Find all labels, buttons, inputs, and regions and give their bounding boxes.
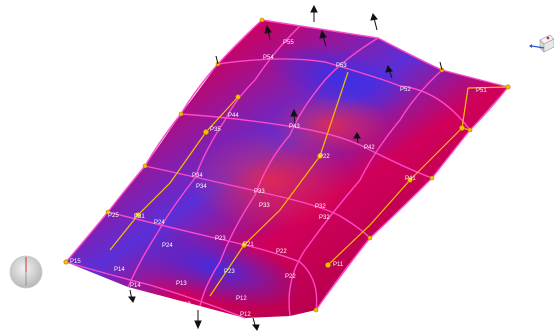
label-p55: P55 (283, 40, 294, 46)
label-p14: P14 (130, 283, 141, 289)
nurbs-surface[interactable] (66, 20, 508, 324)
label-p23: P23 (224, 269, 235, 275)
label-p15: P15 (70, 259, 81, 265)
label-p14: P14 (114, 267, 125, 273)
label-p32: P32 (319, 215, 330, 221)
label-p51: P51 (476, 88, 487, 94)
normal-arrows (127, 4, 443, 331)
label-p34: P34 (192, 173, 203, 179)
label-p33: P33 (259, 203, 270, 209)
label-p32: P32 (315, 204, 326, 210)
label-p35: P35 (210, 127, 221, 133)
label-p25: P25 (108, 213, 119, 219)
label-p12: P12 (240, 312, 251, 318)
view-cube-icon[interactable] (529, 34, 554, 53)
label-p33: P33 (254, 189, 265, 195)
label-p53: P53 (336, 63, 347, 69)
label-p13: P13 (180, 302, 191, 308)
label-p41: P41 (405, 176, 416, 182)
label-p22: P22 (319, 154, 330, 160)
label-p13: P13 (176, 281, 187, 287)
label-p11: P11 (333, 262, 344, 268)
label-p24: P24 (154, 220, 165, 226)
label-p23: P23 (215, 236, 226, 242)
label-p44: P44 (228, 113, 239, 119)
label-p43: P43 (289, 124, 300, 130)
control-points[interactable] (63, 17, 511, 313)
label-p12: P12 (236, 296, 247, 302)
label-p54: P54 (263, 55, 274, 61)
label-p52: P52 (400, 87, 411, 93)
point-labels: P15 P14 P14 P13 P13 P12 P12 P25 P24 P24 … (70, 40, 487, 318)
label-p42: P42 (364, 145, 375, 151)
label-p34: P34 (196, 184, 207, 190)
label-p24: P24 (162, 243, 173, 249)
orientation-sphere-icon[interactable] (9, 255, 43, 289)
label-p22: P22 (285, 274, 296, 280)
label-p31: P31 (134, 214, 145, 220)
isoparm-curves (65, 19, 509, 319)
label-p21: P21 (243, 242, 254, 248)
label-p22: P22 (276, 249, 287, 255)
